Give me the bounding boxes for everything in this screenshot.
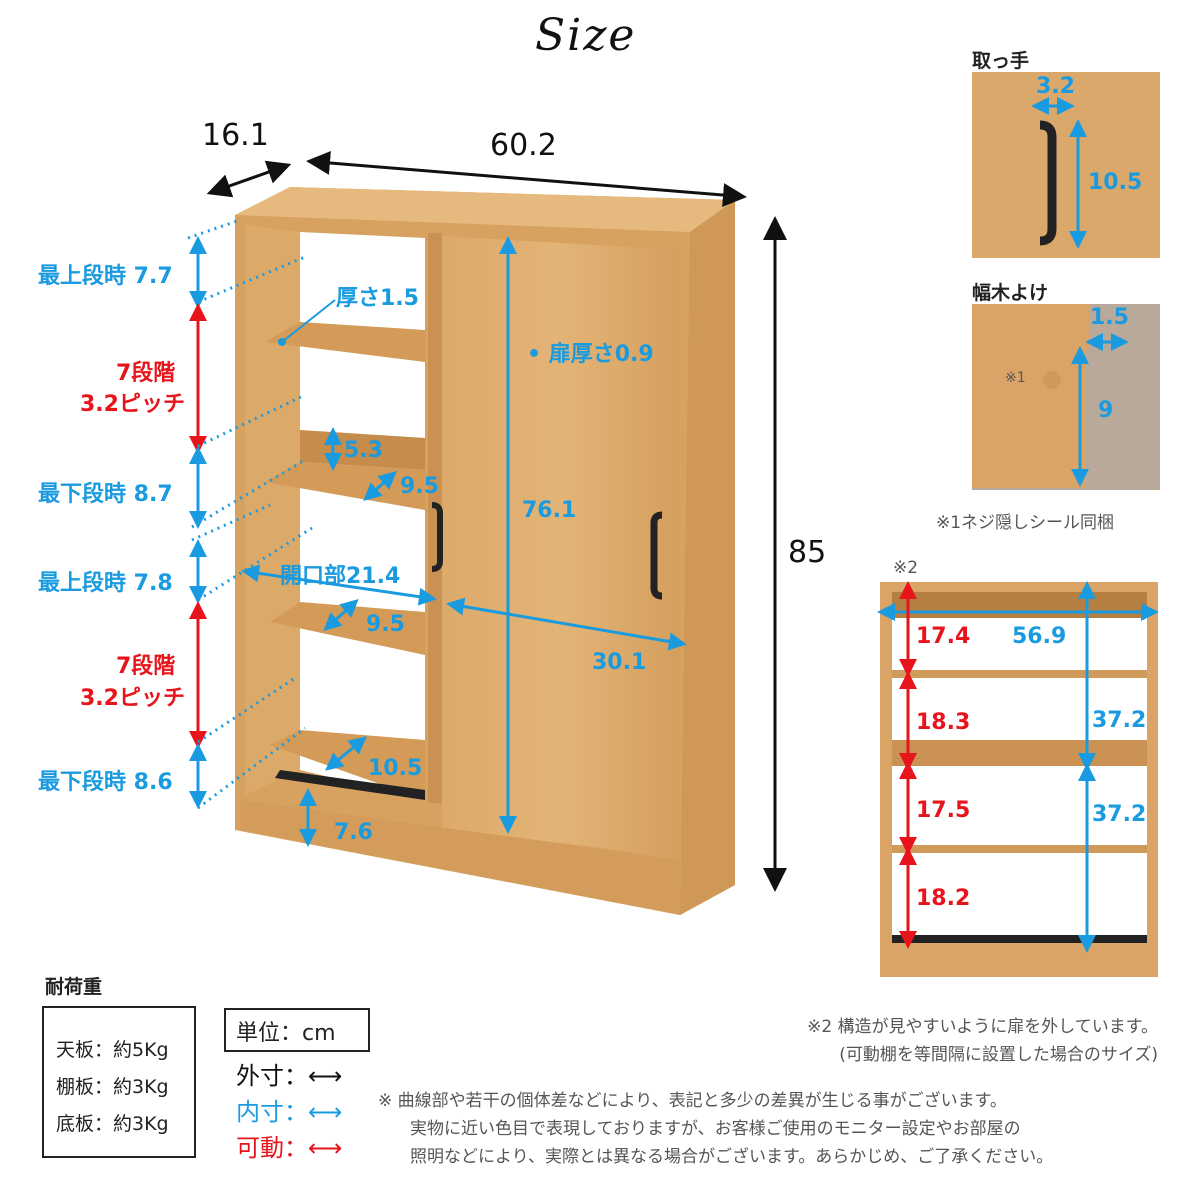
screw-cover-marker: ※1 xyxy=(1005,370,1026,386)
screw-cover-caption: ※1ネジ隠しシール同梱 xyxy=(936,513,1115,533)
opening-width-label: 開口部21.4 xyxy=(280,564,401,589)
door-thickness-label: • 扉厚さ0.9 xyxy=(527,342,654,367)
baseboard-height-label: 7.6 xyxy=(334,820,373,845)
bottom-depth-label: 10.5 xyxy=(368,756,423,781)
handle-height-label: 10.5 xyxy=(1088,170,1143,195)
bottom-shelf-gap-upper: 最下段時 8.7 xyxy=(38,482,173,507)
unit-label: 単位：cm xyxy=(236,1021,336,1046)
legend-list: 外寸：⟷ 内寸：⟷ 可動：⟷ xyxy=(236,1058,342,1166)
size-title: Size xyxy=(535,10,637,61)
front-view-marker: ※2 xyxy=(893,558,919,578)
shelf-height-2: 18.3 xyxy=(916,710,971,735)
baseboard-panel-title: 幅木よけ xyxy=(972,282,1049,304)
note2-line1: ※2 構造が見やすいように扉を外しています。 xyxy=(807,1017,1158,1037)
pitch-lower: 3.2ピッチ xyxy=(80,686,185,711)
unit-box: 単位：cm xyxy=(224,1008,370,1052)
handle-width-label: 3.2 xyxy=(1036,74,1075,99)
top-shelf-gap-lower: 最上段時 7.8 xyxy=(38,571,173,596)
steps-upper: 7段階 xyxy=(116,361,176,386)
shelf-height-4: 18.2 xyxy=(916,886,971,911)
handle-panel-title: 取っ手 xyxy=(972,50,1030,72)
load-bottom-board: 底板：約3Kg xyxy=(56,1113,169,1135)
width-dimension: 60.2 xyxy=(490,128,557,163)
disclaimer-line2: 実物に近い色目で表現しておりますが、お客様ご使用のモニター設定やお部屋の xyxy=(410,1119,1021,1139)
load-shelf-board: 棚板：約3Kg xyxy=(56,1076,169,1098)
legend-movable: 可動：⟷ xyxy=(236,1134,343,1162)
shelf-depth-lower-label: 9.5 xyxy=(366,612,405,637)
inner-arrow-icon: ⟷ xyxy=(308,1098,343,1126)
load-top-board: 天板：約5Kg xyxy=(56,1039,169,1061)
movable-arrow-icon: ⟷ xyxy=(308,1134,343,1162)
outer-arrow-icon: ⟷ xyxy=(308,1062,343,1090)
steps-lower: 7段階 xyxy=(116,654,176,679)
height-dimension: 85 xyxy=(788,535,827,570)
load-capacity-box: 天板：約5Kg 棚板：約3Kg 底板：約3Kg xyxy=(42,1006,196,1158)
note2-line2: (可動棚を等間隔に設置した場合のサイズ) xyxy=(839,1045,1158,1065)
load-capacity-title: 耐荷重 xyxy=(45,976,103,998)
section-height-lower: 37.2 xyxy=(1092,802,1147,827)
shelf-thickness-label: 厚さ1.5 xyxy=(336,286,419,311)
disclaimer-line1: ※ 曲線部や若干の個体差などにより、表記と多少の差異が生じる事がございます。 xyxy=(378,1091,1007,1111)
baseboard-depth-label: 1.5 xyxy=(1090,305,1129,330)
legend-inner: 内寸：⟷ xyxy=(236,1098,343,1126)
section-height-upper: 37.2 xyxy=(1092,708,1147,733)
fixed-shelf-gap-label: 5.3 xyxy=(344,438,383,463)
baseboard-height-label: 9 xyxy=(1098,398,1114,423)
door-width-label: 30.1 xyxy=(592,650,647,675)
inner-width-label: 56.9 xyxy=(1012,624,1067,649)
top-shelf-gap-upper: 最上段時 7.7 xyxy=(38,264,173,289)
shelf-depth-upper-label: 9.5 xyxy=(400,474,439,499)
door-height-label: 76.1 xyxy=(522,498,577,523)
disclaimer-line3: 照明などにより、実際とは異なる場合がございます。あらかじめ、ご了承ください。 xyxy=(410,1147,1054,1167)
legend-outer: 外寸：⟷ xyxy=(236,1062,343,1090)
depth-dimension: 16.1 xyxy=(202,118,269,153)
shelf-height-1: 17.4 xyxy=(916,624,971,649)
shelf-height-3: 17.5 xyxy=(916,798,971,823)
pitch-upper: 3.2ピッチ xyxy=(80,392,185,417)
bottom-shelf-gap-lower: 最下段時 8.6 xyxy=(38,770,173,795)
